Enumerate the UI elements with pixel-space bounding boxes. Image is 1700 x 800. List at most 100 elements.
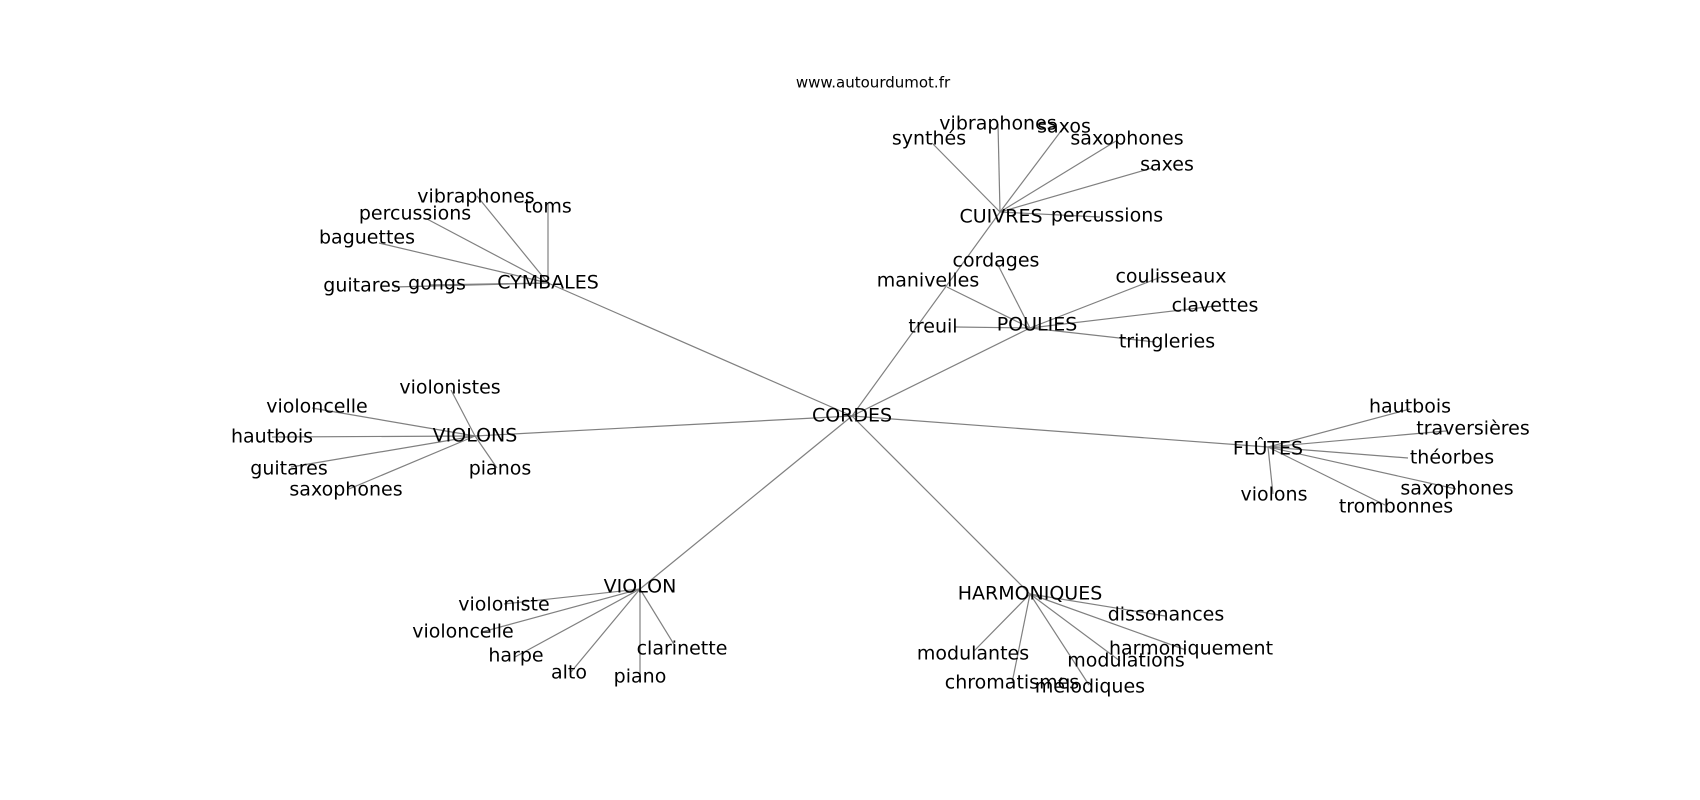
edge-hub-to-leaf	[1029, 276, 1162, 329]
edge-hub-to-leaf	[271, 435, 476, 438]
leaf-node-label: modulantes	[917, 643, 1029, 665]
leaf-node-label: guitares	[323, 275, 400, 297]
leaf-node-label: saxophones	[1400, 478, 1513, 500]
leaf-node-label: vibraphones	[939, 113, 1056, 135]
edge-hub-to-leaf	[1029, 593, 1121, 662]
edge-hub-to-leaf	[514, 588, 641, 658]
source-label: www.autourdumot.fr	[796, 74, 951, 92]
leaf-node-label: violonistes	[399, 377, 500, 399]
leaf-node-label: percussions	[359, 203, 471, 225]
edge-hub-to-leaf	[1029, 305, 1216, 329]
edge-hub-to-leaf	[378, 242, 549, 284]
leaf-node-label: dissonances	[1108, 604, 1225, 626]
edge-center-to-hub	[851, 211, 1001, 417]
leaf-node-label: violons	[1241, 484, 1308, 506]
leaf-node-label: harpe	[488, 645, 543, 667]
edge-hub-to-leaf	[428, 282, 549, 286]
edge-hub-to-leaf	[1267, 446, 1274, 495]
edge-hub-to-leaf	[931, 142, 1001, 213]
edge-hub-to-leaf	[426, 218, 549, 284]
leaf-node-label: alto	[551, 662, 587, 684]
edge-hub-to-leaf	[997, 123, 1001, 213]
hub-node-label: CYMBALES	[497, 272, 599, 294]
edge-hub-to-leaf	[999, 126, 1065, 213]
edge-hub-to-leaf	[973, 593, 1031, 652]
leaf-node-label: piano	[614, 666, 667, 688]
edge-hub-to-leaf	[503, 588, 641, 605]
leaf-node-label: synthés	[892, 128, 966, 150]
leaf-node-label: treuil	[908, 316, 957, 338]
edge-hub-to-leaf	[311, 407, 476, 437]
edge-hub-to-leaf	[996, 262, 1031, 329]
hub-node-label: VIOLONS	[433, 425, 518, 447]
leaf-node-label: violoniste	[458, 594, 549, 616]
leaf-node-label: gongs	[408, 273, 466, 295]
graph-edges	[271, 123, 1457, 686]
hub-node-label: POULIES	[997, 314, 1078, 336]
leaf-node-label: violoncelle	[412, 621, 513, 643]
edge-hub-to-leaf	[481, 588, 641, 633]
edge-hub-to-leaf	[348, 435, 476, 490]
leaf-node-label: cordages	[953, 250, 1040, 272]
leaf-node-label: trombonnes	[1339, 496, 1453, 518]
graph-labels: www.autourdumot.fr CORDES CYMBALES vibrap…	[231, 74, 1530, 698]
edge-hub-to-leaf	[290, 435, 476, 468]
edge-hub-to-leaf	[1267, 446, 1386, 506]
edge-hub-to-leaf	[1011, 593, 1031, 684]
edge-hub-to-leaf	[946, 286, 1031, 329]
edge-hub-to-leaf	[999, 211, 1101, 218]
leaf-node-label: clavettes	[1172, 295, 1259, 317]
edge-hub-to-leaf	[1267, 446, 1409, 459]
leaf-node-label: percussions	[1051, 205, 1163, 227]
leaf-node-label: théorbes	[1410, 447, 1494, 469]
hub-node-label: VIOLON	[604, 576, 677, 598]
edge-hub-to-leaf	[999, 140, 1117, 213]
edge-hub-to-leaf	[474, 435, 498, 469]
edge-center-to-hub	[474, 415, 853, 437]
edge-hub-to-leaf	[639, 588, 676, 647]
edge-center-to-hub	[639, 415, 853, 590]
edge-hub-to-leaf	[954, 326, 1031, 329]
leaf-node-label: hautbois	[231, 426, 313, 448]
edge-center-to-hub	[851, 415, 1031, 595]
leaf-node-label: guitares	[250, 458, 327, 480]
leaf-node-label: modulations	[1067, 650, 1184, 672]
leaf-node-label: coulisseaux	[1115, 266, 1226, 288]
leaf-node-label: saxos	[1037, 116, 1091, 138]
leaf-node-label: chromatismes	[945, 672, 1079, 694]
edge-hub-to-leaf	[570, 588, 641, 673]
edge-hub-to-leaf	[1029, 327, 1156, 343]
leaf-node-label: pianos	[469, 458, 532, 480]
edge-hub-to-leaf	[450, 389, 476, 437]
edge-hub-to-leaf	[1267, 430, 1447, 448]
leaf-node-label: toms	[524, 196, 571, 218]
edge-hub-to-leaf	[1267, 446, 1457, 490]
edge-hub-to-leaf	[1029, 593, 1187, 651]
edge-hub-to-leaf	[1029, 593, 1166, 617]
leaf-node-label: clarinette	[637, 638, 728, 660]
center-node-label: CORDES	[812, 405, 892, 427]
leaf-node-label: tringleries	[1119, 331, 1215, 353]
edge-center-to-hub	[851, 327, 1031, 417]
edge-center-to-hub	[547, 282, 853, 417]
hub-node-label: CUIVRES	[959, 206, 1042, 228]
edge-hub-to-leaf	[1029, 593, 1090, 686]
leaf-node-label: harmoniquement	[1109, 638, 1273, 660]
leaf-node-label: mélodiques	[1035, 676, 1145, 698]
leaf-node-label: baguettes	[319, 227, 415, 249]
leaf-node-label: violoncelle	[266, 396, 367, 418]
leaf-node-label: saxophones	[1070, 128, 1183, 150]
edge-center-to-hub	[851, 415, 1269, 448]
leaf-node-label: hautbois	[1369, 396, 1451, 418]
leaf-node-label: manivelles	[877, 270, 980, 292]
hub-node-label: FLÛTES	[1233, 436, 1303, 460]
leaf-node-label: saxes	[1140, 154, 1194, 176]
edge-hub-to-leaf	[1267, 408, 1411, 448]
leaf-node-label: saxophones	[289, 479, 402, 501]
edge-hub-to-leaf	[476, 195, 549, 284]
leaf-node-label: vibraphones	[417, 186, 534, 208]
leaf-node-label: traversières	[1416, 418, 1530, 440]
edge-hub-to-leaf	[999, 167, 1153, 213]
hub-node-label: HARMONIQUES	[958, 583, 1103, 605]
